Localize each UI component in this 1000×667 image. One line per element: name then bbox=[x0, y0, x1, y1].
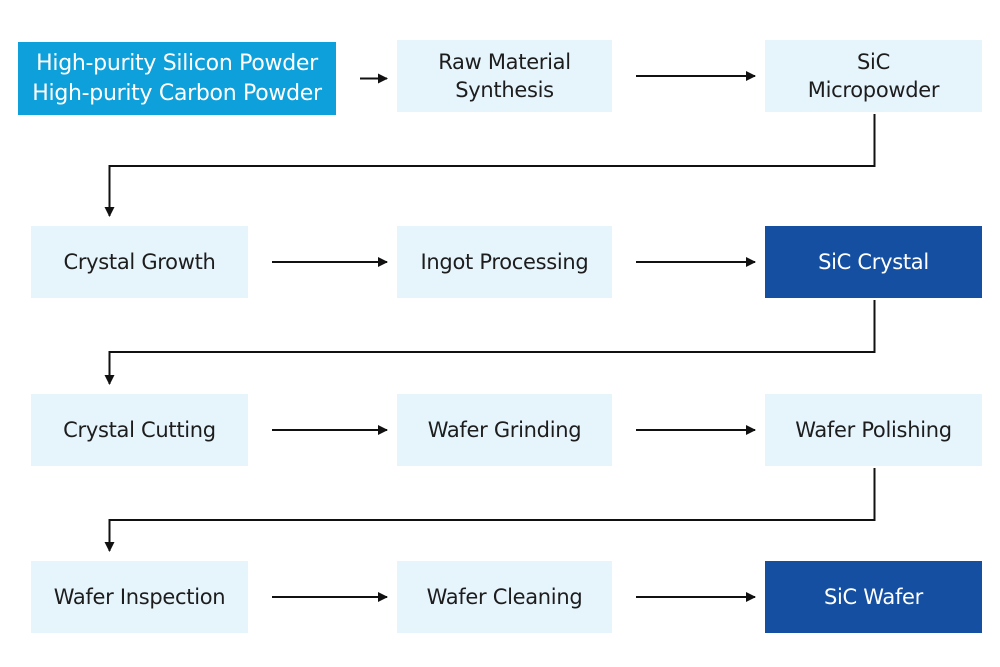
node-label: SiC Wafer bbox=[823, 585, 924, 609]
arrow-polishing-to-inspection bbox=[104, 468, 876, 552]
node-wafer-grinding: Wafer Grinding bbox=[397, 394, 612, 466]
node-wafer-inspection: Wafer Inspection bbox=[31, 561, 248, 633]
arrow-micro-to-growth bbox=[104, 114, 876, 217]
node-sic-micropowder: SiC Micropowder bbox=[765, 40, 982, 112]
node-wafer-cleaning: Wafer Cleaning bbox=[397, 561, 612, 633]
node-label: Crystal Cutting bbox=[63, 418, 216, 442]
node-label: SiC Micropowder bbox=[807, 50, 940, 102]
node-label: Wafer Cleaning bbox=[426, 585, 583, 609]
node-crystal-growth: Crystal Growth bbox=[31, 226, 248, 298]
node-label: Wafer Inspection bbox=[53, 585, 226, 609]
node-label: High-purity Silicon Powder High-purity C… bbox=[32, 50, 322, 106]
node-wafer-polishing: Wafer Polishing bbox=[765, 394, 982, 466]
node-label: Ingot Processing bbox=[420, 250, 589, 274]
node-label: Raw Material Synthesis bbox=[438, 50, 571, 102]
node-sic-wafer: SiC Wafer bbox=[765, 561, 982, 633]
node-sic-crystal: SiC Crystal bbox=[765, 226, 982, 298]
arrow-crystal-to-cutting bbox=[104, 300, 876, 385]
node-powders: High-purity Silicon Powder High-purity C… bbox=[18, 42, 336, 115]
node-label: Crystal Growth bbox=[63, 250, 216, 274]
node-label: Wafer Polishing bbox=[795, 418, 952, 442]
node-raw-material-synthesis: Raw Material Synthesis bbox=[397, 40, 612, 112]
node-label: SiC Crystal bbox=[818, 250, 929, 274]
node-crystal-cutting: Crystal Cutting bbox=[31, 394, 248, 466]
node-ingot-processing: Ingot Processing bbox=[397, 226, 612, 298]
node-label: Wafer Grinding bbox=[427, 418, 582, 442]
